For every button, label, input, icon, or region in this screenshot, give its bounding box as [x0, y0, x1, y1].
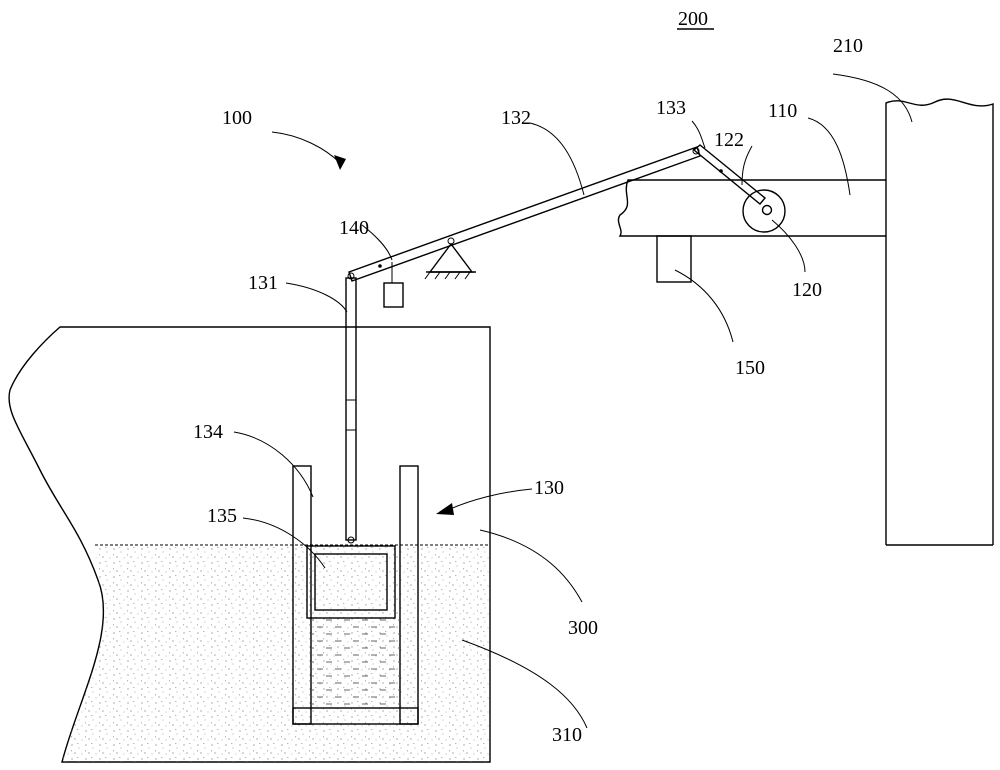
vertical-rod — [345, 277, 357, 544]
link-rod — [692, 144, 766, 205]
label-cable: 122 — [714, 129, 744, 151]
float-sleeve — [292, 465, 419, 725]
sensor-block — [656, 235, 692, 283]
label-roller: 120 — [792, 279, 822, 301]
label-liquid: 310 — [552, 724, 582, 746]
wall-structure — [885, 98, 994, 546]
counter-weight — [383, 262, 404, 308]
label-pool: 300 — [568, 617, 598, 639]
label-assembly: 130 — [534, 477, 564, 499]
label-float: 135 — [207, 505, 237, 527]
lever-arm — [347, 146, 701, 282]
leader-lines — [233, 73, 913, 729]
label-beam: 110 — [768, 100, 797, 122]
label-structure: 200 — [678, 8, 708, 30]
roller — [742, 189, 786, 233]
support-beam — [617, 179, 886, 237]
label-rod: 131 — [248, 272, 278, 294]
label-system: 100 — [222, 107, 252, 129]
label-sleeve: 134 — [193, 421, 223, 443]
fulcrum-support — [424, 242, 476, 280]
label-weight: 140 — [339, 217, 369, 239]
float-box — [306, 545, 396, 619]
label-wall: 210 — [833, 35, 863, 57]
label-link: 133 — [656, 97, 686, 119]
label-sensor: 150 — [735, 357, 765, 379]
label-lever: 132 — [501, 107, 531, 129]
